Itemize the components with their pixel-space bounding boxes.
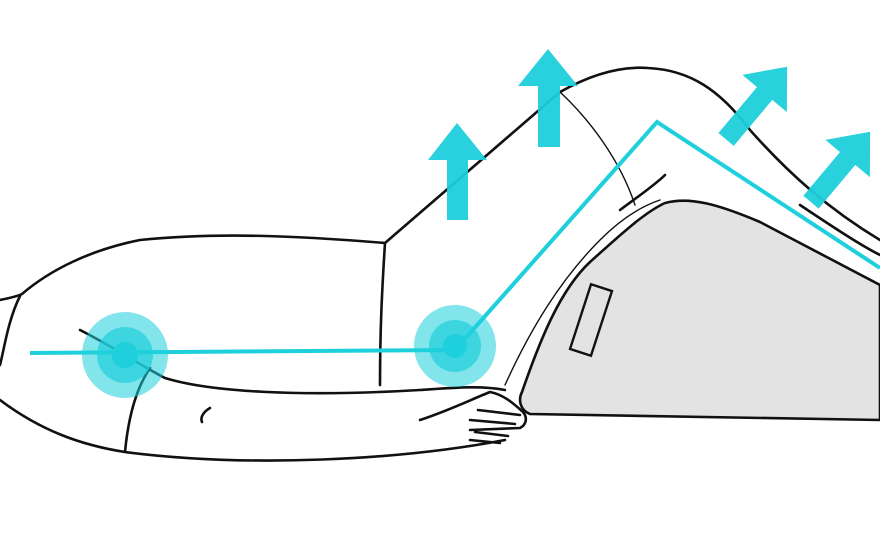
knee-back (618, 173, 667, 212)
lift-arrow-icon (718, 66, 788, 146)
wedge-pillow (518, 199, 880, 422)
lift-arrow-icon (428, 123, 487, 220)
hip-line (378, 241, 387, 387)
hand (418, 390, 528, 445)
pillow-seam (504, 199, 661, 386)
pressure-point-icon-shoulder (82, 312, 168, 398)
leg-bottom (798, 203, 880, 257)
shoulder-contour (0, 294, 22, 367)
lift-arrow-icon (518, 49, 578, 147)
lower-body-line (0, 398, 507, 462)
elbow-mark (200, 406, 212, 424)
spine-alignment-line (29, 119, 880, 355)
torso-outline (0, 66, 880, 302)
pillow-label-tag (568, 282, 614, 358)
leg-crease (559, 91, 636, 206)
lift-arrow-icon (803, 131, 871, 209)
